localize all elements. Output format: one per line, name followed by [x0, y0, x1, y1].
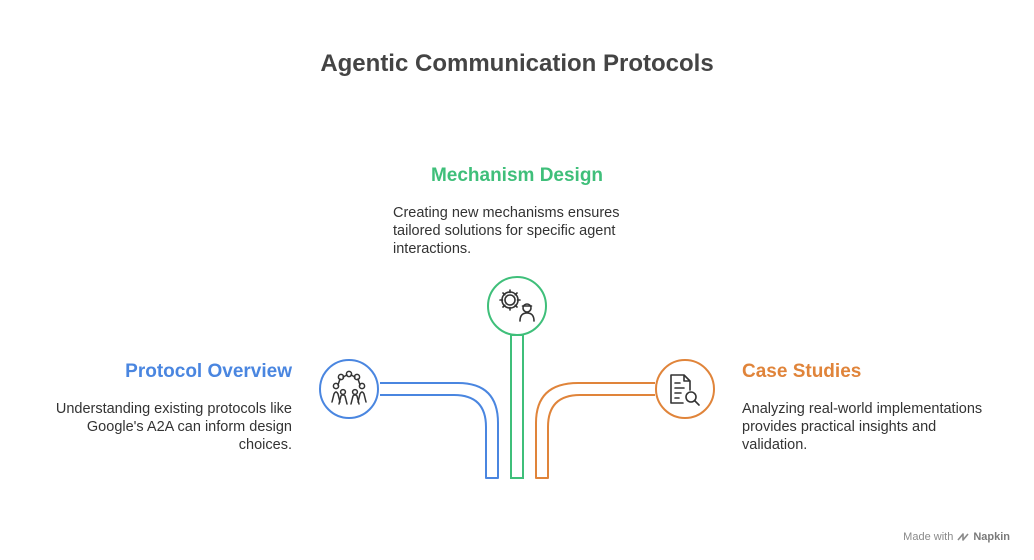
network-people-icon [331, 370, 367, 405]
case-studies-description: Analyzing real-world implementations pro… [742, 401, 983, 453]
protocol-overview-description: Understanding existing protocols like Go… [55, 401, 292, 453]
mechanism-design-heading: Mechanism Design [430, 165, 604, 186]
case-studies-heading: Case Studies [742, 361, 862, 382]
protocol-node [319, 359, 379, 419]
mechanism-connector [510, 334, 524, 479]
case-node [655, 359, 715, 419]
mechanism-node [487, 276, 547, 336]
gear-person-icon [499, 289, 535, 322]
footer-watermark: Made with Napkin [903, 531, 1010, 543]
case-connector [535, 382, 655, 479]
document-search-icon [670, 374, 700, 406]
footer-prefix: Made with [903, 531, 954, 543]
protocol-overview-heading: Protocol Overview [125, 361, 292, 382]
footer-brand: Napkin [973, 531, 1010, 543]
diagram-title: Agentic Communication Protocols [320, 50, 714, 77]
napkin-logo-icon [957, 533, 969, 541]
protocol-connector [380, 382, 499, 479]
mechanism-design-description: Creating new mechanisms ensures tailored… [393, 205, 620, 257]
